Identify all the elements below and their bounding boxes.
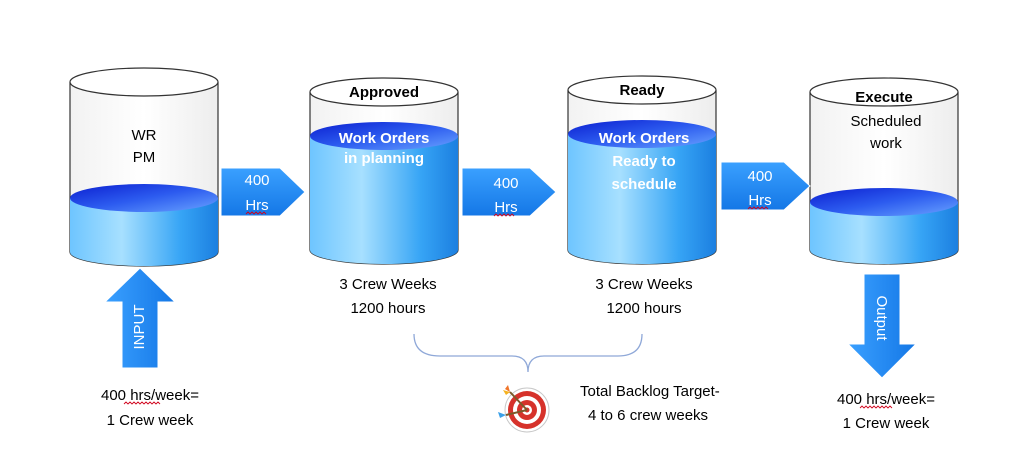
tank-caption: 1200 hours [350,300,425,317]
tank-line: Work Orders [339,130,430,147]
input-arrow: INPUT [103,267,177,369]
tank-line: WR [132,127,157,144]
spell-squiggle [245,211,267,215]
flow-arrow-value: 400 [493,175,518,192]
flow-arrow-unit: Hrs [748,192,771,209]
tank-execute: Execute Scheduled work [809,77,959,265]
tank-approved: Approved Work Orders in planning 3 Crew … [309,77,459,317]
input-caption: 400 hrs/week= [101,387,199,404]
backlog-target-line: Total Backlog Target- [580,383,720,400]
tank-line: in planning [344,150,424,167]
target-icon [498,385,550,433]
tank-caption: 3 Crew Weeks [595,276,692,293]
tank-header: Ready [619,82,665,99]
tank-line: PM [133,149,156,166]
flow-arrow-2: 400 Hrs [461,167,557,217]
input-caption: 1 Crew week [107,412,194,429]
tank-line: schedule [611,176,676,193]
output-arrow: Output [846,273,918,379]
tank-line: Work Orders [599,130,690,147]
output-caption: 1 Crew week [843,415,930,432]
flow-arrow-value: 400 [747,168,772,185]
spell-squiggle [493,213,515,217]
tank-line: work [869,135,902,152]
output-arrow-label: Output [873,295,890,341]
tank-wr-pm: WR PM [69,67,219,267]
tank-caption: 1200 hours [606,300,681,317]
flow-arrow-unit: Hrs [494,199,517,216]
spell-squiggle [123,401,161,405]
backlog-target-line: 4 to 6 crew weeks [588,407,708,424]
tank-line: Scheduled [851,113,922,130]
output-caption: 400 hrs/week= [837,391,935,408]
tank-line: Ready to [612,153,675,170]
spell-squiggle [859,405,893,409]
input-arrow-label: INPUT [131,305,148,350]
tank-header: Approved [349,84,419,101]
flow-arrow-unit: Hrs [245,197,268,214]
flow-arrow-1: 400 Hrs [220,167,306,217]
tank-ready: Ready Work Orders Ready to schedule 3 Cr… [567,75,717,317]
flow-arrow-3: 400 Hrs [720,161,811,211]
tank-caption: 3 Crew Weeks [339,276,436,293]
backlog-brace [413,333,643,373]
tank-header: Execute [855,89,913,106]
spell-squiggle [747,206,769,210]
flow-arrow-value: 400 [244,172,269,189]
